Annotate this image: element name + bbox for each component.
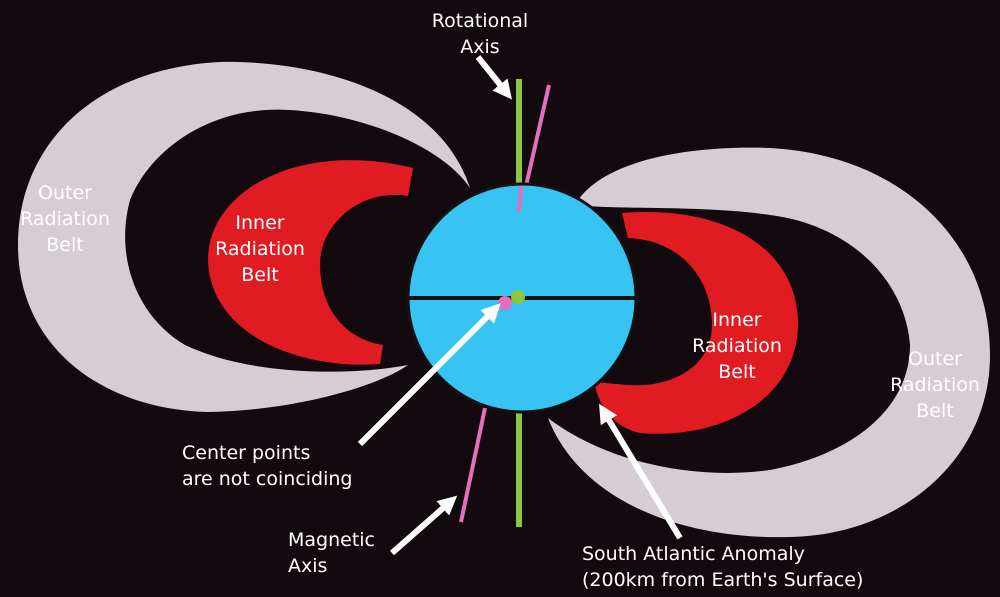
magnetic-axis-label: Magnetic Axis [288,527,375,579]
magnetic-axis-arrow [390,495,458,556]
rotational-axis-label-line-1: Rotational [431,10,529,32]
rotational-center-point [511,290,525,304]
outer-belt-right-label-line-1: Outer [908,348,962,370]
inner-belt-right-label-line-2: Radiation [692,335,782,357]
inner-belt-right [594,211,799,434]
inner-belt-right-label: Inner Radiation Belt [677,307,797,385]
outer-belt-right-label-line-3: Belt [916,400,954,422]
outer-belt-left [18,61,470,412]
outer-belt-left-label-line-1: Outer [38,182,92,204]
rotational-axis-arrow [475,55,512,100]
south-atlantic-anomaly-label: South Atlantic Anomaly (200km from Earth… [582,541,863,593]
center-points-arrow [357,303,501,447]
magnetic-center-point [498,296,512,310]
magnetic-axis-label-line-1: Magnetic [288,529,376,551]
outer-belt-left-label-line-2: Radiation [20,208,110,230]
inner-belt-left [208,160,413,365]
rotational-axis-label-line-2: Axis [460,36,500,58]
outer-belt-left-label: Outer Radiation Belt [5,180,125,258]
south-atlantic-anomaly-label-line-1: South Atlantic Anomaly [582,543,805,565]
outer-belt-right [548,147,990,538]
south-atlantic-anomaly-label-line-2: (200km from Earth's Surface) [582,569,864,591]
center-points-label-line-1: Center points [182,442,311,464]
magnetic-axis-line-inside [517,185,523,213]
magnetic-axis-label-line-2: Axis [288,555,328,577]
inner-belt-left-label-line-2: Radiation [215,238,305,260]
magnetic-axis-line-bottom [459,407,487,523]
outer-belt-right-label: Outer Radiation Belt [875,346,995,424]
inner-belt-left-label-line-3: Belt [241,264,279,286]
inner-belt-right-label-line-1: Inner [712,309,762,331]
south-atlantic-anomaly-arrow [599,403,683,540]
inner-belt-left-label-line-1: Inner [235,212,285,234]
center-points-label: Center points are not coinciding [182,440,352,492]
outer-belt-right-label-line-2: Radiation [890,374,980,396]
center-points-label-line-2: are not coinciding [182,468,353,490]
rotational-axis-label: Rotational Axis [420,8,540,60]
outer-belt-left-label-line-3: Belt [46,234,84,256]
inner-belt-right-label-line-3: Belt [718,361,756,383]
inner-belt-left-label: Inner Radiation Belt [200,210,320,288]
